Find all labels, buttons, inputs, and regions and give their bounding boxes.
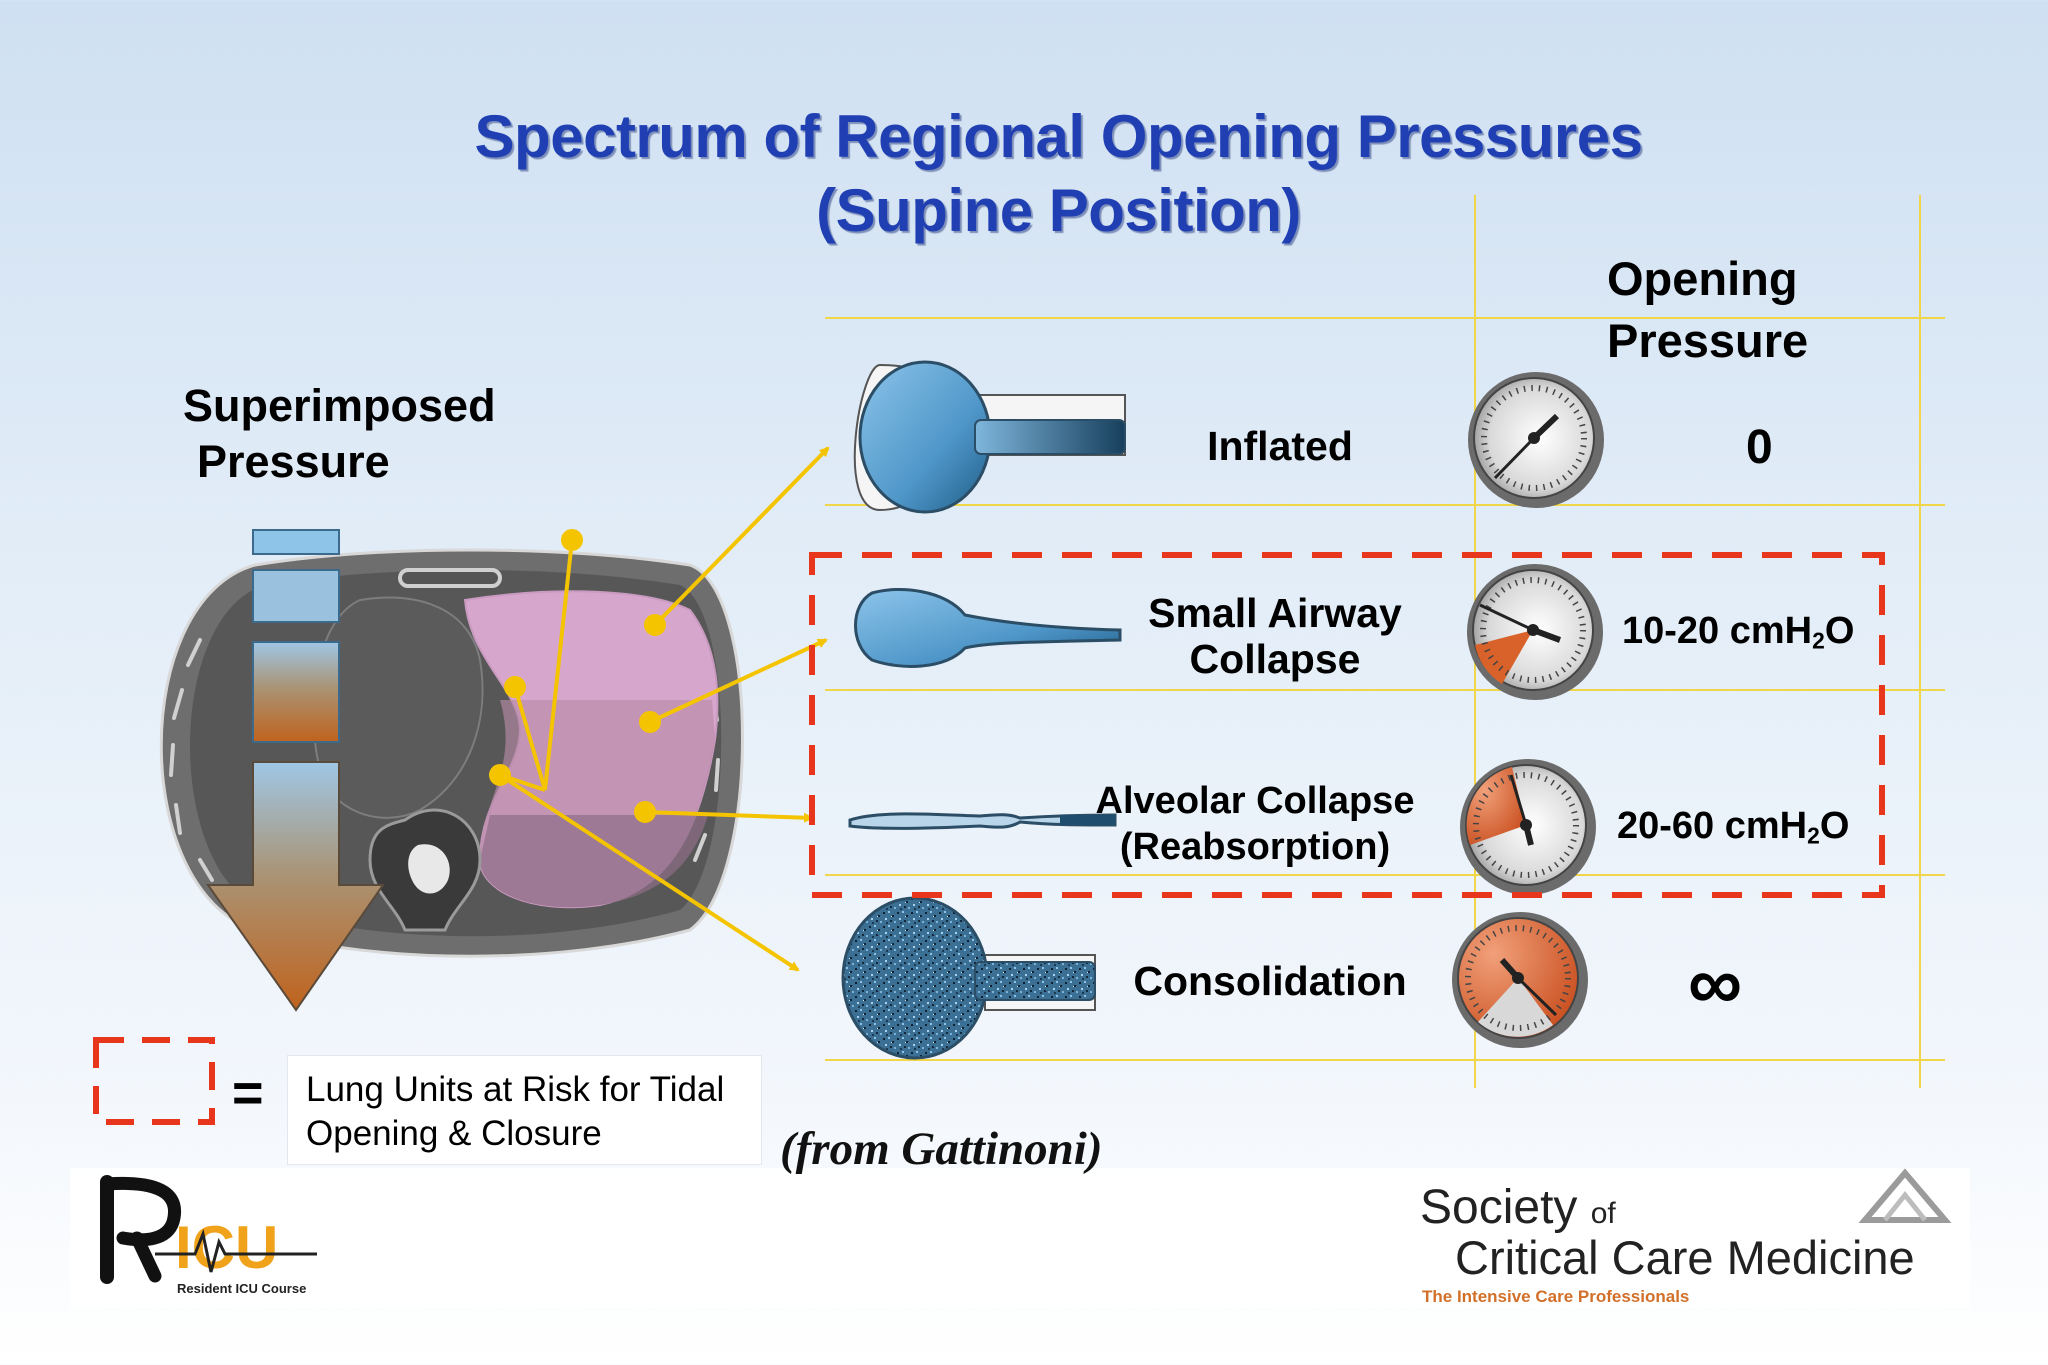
row-label-alveolar-collapse: Alveolar Collapse (Reabsorption) [1085, 778, 1425, 870]
row-label-inflated: Inflated [1160, 423, 1400, 469]
pressure-value-small-airway: 10-20 cmH2O [1622, 610, 1854, 653]
pointer-lines [489, 446, 830, 972]
risk-dashed-box [809, 552, 1885, 898]
ricu-logo: ICU [100, 1175, 317, 1284]
legend-line-1: Lung Units at Risk for Tidal [306, 1070, 725, 1109]
row-label-inflated-text: Inflated [1207, 423, 1353, 469]
gauge-alveolar-collapse [1460, 759, 1596, 895]
sccm-tagline: The Intensive Care Professionals [1422, 1287, 1690, 1306]
legend-dashed-square [93, 1037, 215, 1125]
row-label-small-airway-line-1: Small Airway [1148, 590, 1402, 636]
superimposed-label-line-2: Pressure [197, 436, 390, 487]
header-line-2: Pressure [1607, 314, 1809, 367]
title-line-2: (Supine Position) [816, 177, 1301, 244]
header-line-1: Opening [1607, 252, 1798, 305]
sccm-society-word: Society [1420, 1181, 1578, 1234]
sccm-of: of [1590, 1197, 1616, 1230]
superimposed-pressure-label: Superimposed Pressure [183, 378, 496, 490]
gauge-small-airway [1467, 564, 1603, 700]
row-label-alveolar-line-2: (Reabsorption) [1119, 826, 1391, 868]
gauge-consolidation [1452, 912, 1588, 1048]
alveolus-inflated [853, 360, 1126, 514]
row-label-small-airway: Small Airway Collapse [1120, 590, 1430, 682]
sccm-name-text: Critical Care Medicine [1455, 1231, 1915, 1284]
alveolus-alveolar-collapse [848, 812, 1117, 830]
row-label-consolidation-text: Consolidation [1133, 958, 1407, 1004]
row-label-consolidation: Consolidation [1120, 958, 1420, 1004]
alveolus-consolidation [841, 896, 1096, 1060]
sccm-society-text: Society of [1420, 1180, 1616, 1235]
row-label-small-airway-line-2: Collapse [1189, 636, 1361, 682]
superimposed-label-line-1: Superimposed [183, 380, 496, 431]
legend-equals: = [232, 1063, 264, 1123]
pv2-unit: O [1819, 805, 1850, 847]
legend-line-2: Opening & Closure [306, 1114, 602, 1153]
pv1-sub: 2 [1812, 627, 1825, 654]
alveolus-small-airway-collapse [854, 587, 1122, 668]
slide-title: Spectrum of Regional Opening Pressures (… [0, 100, 2048, 248]
svg-text:ICU: ICU [175, 1214, 278, 1281]
pv2-main: 20-60 cmH [1617, 805, 1808, 847]
opening-pressure-header: Opening Pressure [1607, 248, 1808, 372]
superimposed-pressure-arrow [206, 529, 385, 1012]
pv1-unit: O [1824, 610, 1855, 652]
title-line-1: Spectrum of Regional Opening Pressures [474, 103, 1643, 170]
pressure-value-alveolar: 20-60 cmH2O [1617, 805, 1849, 848]
footer-band [70, 1168, 1970, 1308]
source-citation: (from Gattinoni) [780, 1123, 1103, 1175]
pressure-value-consolidation: ∞ [1688, 941, 1743, 1026]
pv1-main: 10-20 cmH [1622, 610, 1813, 652]
pressure-value-inflated: 0 [1746, 421, 1773, 474]
gauge-inflated [1468, 372, 1604, 508]
ricu-subtitle: Resident ICU Course [177, 1281, 307, 1296]
sccm-emblem [1858, 1168, 1952, 1223]
pv2-sub: 2 [1807, 822, 1820, 849]
row-label-alveolar-line-1: Alveolar Collapse [1095, 780, 1415, 822]
table-grid [825, 195, 1945, 1088]
legend-text: Lung Units at Risk for Tidal Opening & C… [287, 1055, 762, 1165]
